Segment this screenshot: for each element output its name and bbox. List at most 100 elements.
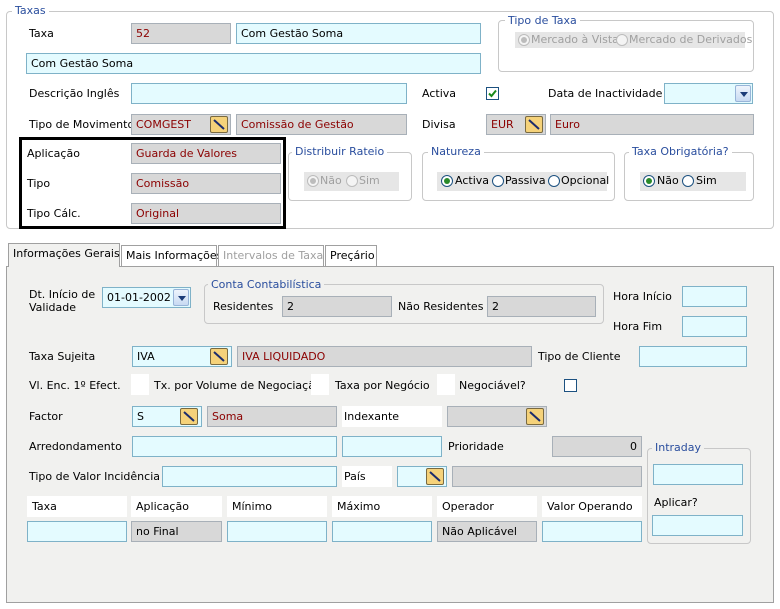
taxa-sujeita-desc-field[interactable]: IVA LIQUIDADO <box>237 346 532 367</box>
radio-mercado-derivados[interactable] <box>616 34 628 46</box>
pais-lookup-icon[interactable] <box>426 468 444 485</box>
tipo-movimento-label: Tipo de Movimento <box>29 118 135 131</box>
prioridade-field[interactable]: 0 <box>552 436 642 457</box>
taxa-sujeita-label: Taxa Sujeita <box>29 350 96 363</box>
radio-natureza-passiva[interactable] <box>492 175 504 187</box>
dt-inicio-field[interactable]: 01-01-2002 <box>102 287 191 308</box>
hora-fim-label: Hora Fim <box>613 320 663 333</box>
aplicar-field[interactable] <box>652 515 743 536</box>
conta-contabilistica-title: Conta Contabilística <box>208 278 325 291</box>
arredondamento-field-1[interactable] <box>132 436 337 457</box>
tipo-taxa-title: Tipo de Taxa <box>505 14 580 27</box>
grid-value-taxa[interactable] <box>27 521 127 542</box>
tipo-calc-label: Tipo Cálc. <box>27 207 81 220</box>
indexante-field[interactable] <box>447 406 547 427</box>
tipo-movimento-lookup-icon[interactable] <box>210 116 228 133</box>
radio-natureza-activa[interactable] <box>441 175 453 187</box>
tipo-valor-incidencia-label: Tipo de Valor Incidência <box>29 470 160 483</box>
radio-obrigatoria-sim[interactable] <box>682 175 694 187</box>
pais-label: País <box>344 470 366 483</box>
factor-lookup-icon[interactable] <box>180 408 198 425</box>
tab-informacoes-gerais[interactable]: Informações Gerais <box>8 243 120 267</box>
distribuir-rateio-title: Distribuir Rateio <box>292 145 388 158</box>
taxa-name-field[interactable]: Com Gestão Soma <box>236 23 481 44</box>
tx-volume-label: Tx. por Volume de Negociação <box>154 379 322 392</box>
data-inactividade-field[interactable] <box>664 83 753 104</box>
activa-label: Activa <box>422 87 456 100</box>
radio-rateio-nao[interactable] <box>307 175 319 187</box>
radio-natureza-opcional[interactable] <box>548 175 560 187</box>
nao-residentes-field[interactable]: 2 <box>487 296 596 317</box>
descricao-ingles-label: Descrição Inglês <box>29 87 120 100</box>
intraday-field[interactable] <box>653 464 743 485</box>
radio-natureza-activa-label: Activa <box>455 174 489 187</box>
vl-enc-label: Vl. Enc. 1º Efect. <box>29 379 121 392</box>
data-inactividade-label: Data de Inactividade <box>548 87 663 100</box>
taxa-code-field[interactable]: 52 <box>131 23 231 44</box>
descricao-ingles-field[interactable] <box>131 83 407 104</box>
radio-natureza-opcional-label: Opcional <box>561 174 610 187</box>
taxas-group <box>6 11 774 229</box>
grid-value-operador[interactable]: Não Aplicável <box>437 521 537 542</box>
hora-fim-field[interactable] <box>682 316 747 337</box>
grid-value-maximo[interactable] <box>332 521 432 542</box>
data-inactividade-dropdown-icon[interactable] <box>735 85 751 102</box>
arredondamento-field-2[interactable] <box>342 436 442 457</box>
residentes-label: Residentes <box>213 300 274 313</box>
radio-obrigatoria-nao[interactable] <box>643 175 655 187</box>
radio-mercado-derivados-label: Mercado de Derivados <box>629 33 753 46</box>
taxa-description-field[interactable]: Com Gestão Soma <box>26 53 481 74</box>
tipo-field[interactable]: Comissão <box>131 173 281 194</box>
indexante-label: Indexante <box>344 410 400 423</box>
tipo-calc-field[interactable]: Original <box>131 203 281 224</box>
tipo-movimento-desc-field[interactable]: Comissão de Gestão <box>236 114 407 135</box>
indexante-lookup-icon[interactable] <box>526 408 544 425</box>
negociavel-checkbox[interactable] <box>564 379 577 392</box>
grid-header-maximo: Máximo <box>332 496 432 517</box>
radio-rateio-nao-label: Não <box>320 174 342 187</box>
indexante-label-bg <box>342 406 442 427</box>
taxa-negocio-checkbox-bg <box>437 374 455 395</box>
aplicacao-field[interactable]: Guarda de Valores <box>131 143 281 164</box>
tab-mais-informacoes[interactable]: Mais Informações <box>121 245 222 267</box>
radio-mercado-vista-label: Mercado à Vista <box>531 33 619 46</box>
check-icon <box>488 89 497 98</box>
residentes-field[interactable]: 2 <box>282 296 392 317</box>
tx-volume-checkbox-bg <box>311 374 329 395</box>
prioridade-label: Prioridade <box>448 440 504 453</box>
grid-header-minimo: Mínimo <box>227 496 327 517</box>
natureza-radio-bg <box>437 172 607 191</box>
radio-rateio-sim[interactable] <box>346 175 358 187</box>
tipo-cliente-field[interactable] <box>639 346 747 367</box>
radio-mercado-vista[interactable] <box>518 34 530 46</box>
grid-header-valor-operando: Valor Operando <box>542 496 642 517</box>
taxa-label: Taxa <box>29 27 54 40</box>
divisa-lookup-icon[interactable] <box>525 116 543 133</box>
dt-inicio-label-line1: Dt. Início de <box>29 288 96 301</box>
grid-value-valor-operando[interactable] <box>542 521 642 542</box>
grid-header-aplicacao: Aplicação <box>131 496 222 517</box>
hora-inicio-field[interactable] <box>682 286 747 307</box>
aplicacao-highlight-box <box>19 137 286 229</box>
pais-desc-field[interactable] <box>452 466 642 487</box>
divisa-label: Divisa <box>422 118 456 131</box>
taxa-sujeita-lookup-icon[interactable] <box>210 348 228 365</box>
vl-enc-checkbox[interactable] <box>134 378 147 391</box>
tab-intervalos-taxa[interactable]: Intervalos de Taxa <box>218 245 324 267</box>
tipo-cliente-label: Tipo de Cliente <box>538 350 621 363</box>
grid-value-minimo[interactable] <box>227 521 327 542</box>
divisa-desc-field[interactable]: Euro <box>550 114 754 135</box>
tipo-movimento-code-field[interactable]: COMGEST <box>131 114 231 135</box>
grid-value-aplicacao[interactable]: no Final <box>131 521 222 542</box>
dt-inicio-label-line2: Validade <box>29 301 76 314</box>
tipo-taxa-group <box>498 20 754 72</box>
dt-inicio-dropdown-icon[interactable] <box>173 289 189 306</box>
tipo-valor-incidencia-field[interactable] <box>162 466 337 487</box>
taxa-sujeita-code-field[interactable]: IVA <box>132 346 232 367</box>
factor-desc-field[interactable]: Soma <box>207 406 337 427</box>
intraday-title: Intraday <box>652 441 705 454</box>
factor-label: Factor <box>29 410 63 423</box>
activa-checkbox[interactable] <box>486 87 499 100</box>
tab-precario[interactable]: Preçário <box>325 245 377 267</box>
natureza-title: Natureza <box>428 145 484 158</box>
